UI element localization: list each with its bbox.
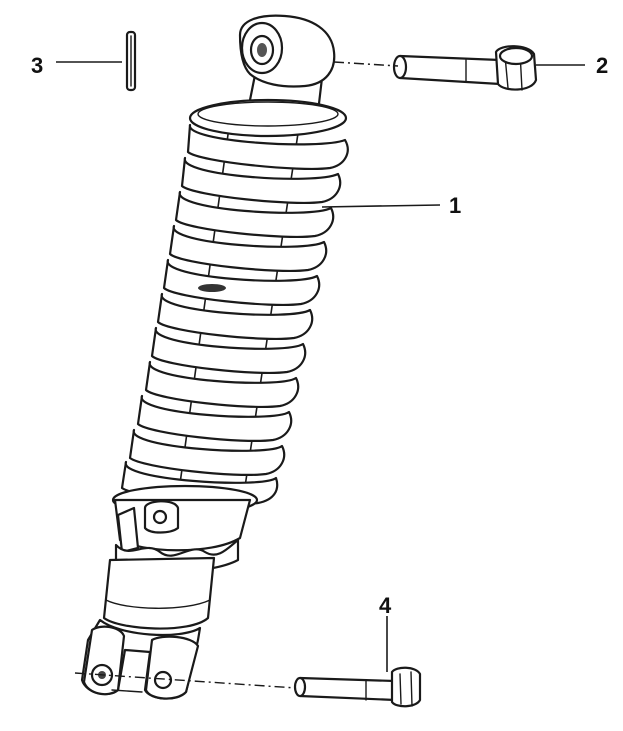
pin <box>125 30 137 92</box>
coil-spring <box>120 123 349 506</box>
callout-2: 2 <box>596 53 608 78</box>
lower-bolt-axis <box>74 672 297 689</box>
lower-bolt <box>293 666 422 708</box>
shock-absorber <box>80 14 349 700</box>
callout-3: 3 <box>31 53 43 78</box>
upper-bolt <box>392 45 538 91</box>
lower-clevis-mount <box>80 618 202 700</box>
leader-line-1 <box>321 204 441 208</box>
upper-mount-eye <box>238 14 336 114</box>
upper-bolt-axis <box>333 61 399 67</box>
damper-body <box>102 556 216 630</box>
callout-1: 1 <box>449 193 461 218</box>
callout-4: 4 <box>379 593 392 618</box>
